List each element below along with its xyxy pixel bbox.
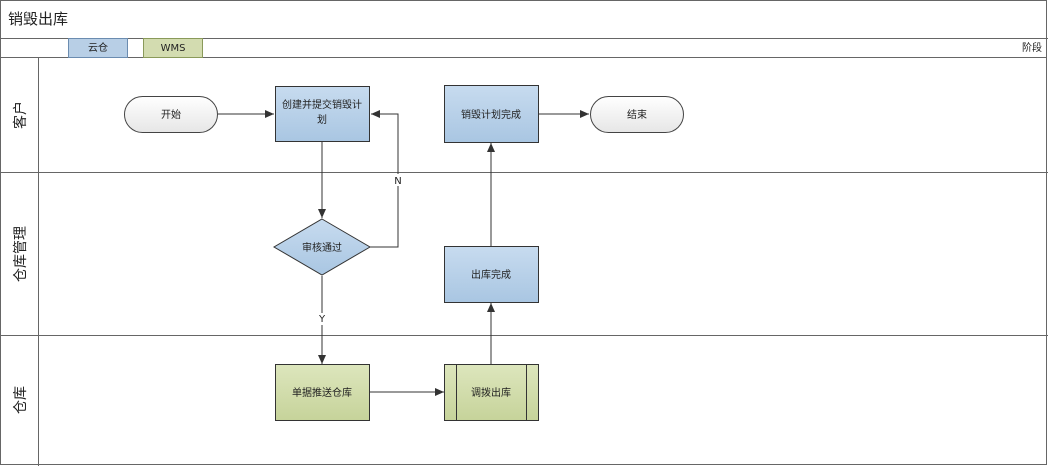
node-plan-done: 销毁计划完成 bbox=[444, 85, 539, 143]
edge-label-no: N bbox=[394, 176, 401, 187]
diagram-title: 销毁出库 bbox=[8, 10, 68, 28]
node-transfer-out: 调拨出库 bbox=[444, 364, 539, 421]
phase-row bbox=[0, 38, 1047, 58]
node-transfer-label: 调拨出库 bbox=[471, 386, 511, 399]
node-outbound-done: 出库完成 bbox=[444, 246, 539, 303]
node-review-label: 审核通过 bbox=[302, 241, 342, 254]
node-push-label: 单据推送仓库 bbox=[292, 386, 352, 399]
node-plan-done-label: 销毁计划完成 bbox=[461, 108, 521, 121]
legend-wms-swatch bbox=[143, 38, 203, 58]
node-end: 结束 bbox=[590, 96, 684, 133]
lane-label-warehouse-management: 仓库管理 bbox=[13, 226, 29, 282]
node-review-decision: 审核通过 bbox=[273, 218, 371, 276]
legend-yuncang-swatch bbox=[68, 38, 128, 58]
phase-label: 阶段 bbox=[1022, 41, 1042, 54]
legend-yuncang-label: 云仓 bbox=[88, 41, 108, 54]
node-start: 开始 bbox=[124, 96, 218, 133]
node-create-plan-label-line1: 创建并提交销毁计 bbox=[282, 98, 362, 111]
node-push-to-warehouse: 单据推送仓库 bbox=[275, 364, 370, 421]
edge-label-yes: Y bbox=[318, 314, 326, 325]
node-end-label: 结束 bbox=[627, 108, 647, 121]
node-outbound-done-label: 出库完成 bbox=[471, 268, 511, 281]
node-create-plan-label-line2: 划 bbox=[317, 113, 327, 126]
lane-label-customer: 客户 bbox=[12, 101, 29, 129]
node-create-plan: 创建并提交销毁计 划 bbox=[275, 86, 370, 142]
lane-label-warehouse: 仓库 bbox=[13, 386, 29, 414]
legend-wms-label: WMS bbox=[161, 43, 186, 54]
node-start-label: 开始 bbox=[161, 108, 181, 121]
